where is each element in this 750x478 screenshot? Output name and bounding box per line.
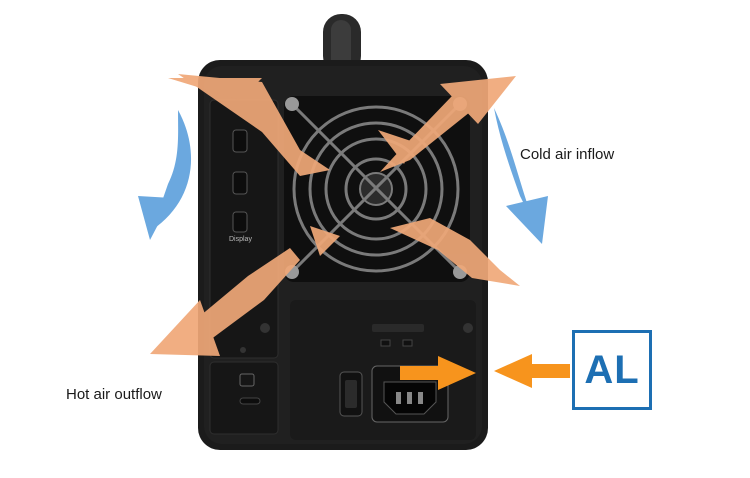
power-switch-icon xyxy=(339,371,363,417)
cold-air-arrow-right xyxy=(494,108,548,244)
thunderbolt-port-2 xyxy=(232,171,248,195)
carry-handle xyxy=(323,14,361,74)
display-port-label: Display xyxy=(229,236,252,243)
mini-displayport xyxy=(232,211,248,233)
cold-air-arrow-left xyxy=(138,110,192,240)
al-logo-text: AL xyxy=(584,347,640,392)
al-logo-badge: AL xyxy=(572,330,652,410)
hot-air-outflow-label: Hot air outflow xyxy=(66,386,162,403)
cold-air-inflow-label: Cold air inflow xyxy=(520,146,615,163)
status-indicators xyxy=(372,324,424,347)
thunderbolt-port-1 xyxy=(232,129,248,153)
inlet-arrow-2 xyxy=(494,354,570,388)
kensington-lock-icon xyxy=(239,373,261,405)
hot-air-arrows xyxy=(150,74,520,356)
inlet-arrow-1 xyxy=(400,356,476,390)
